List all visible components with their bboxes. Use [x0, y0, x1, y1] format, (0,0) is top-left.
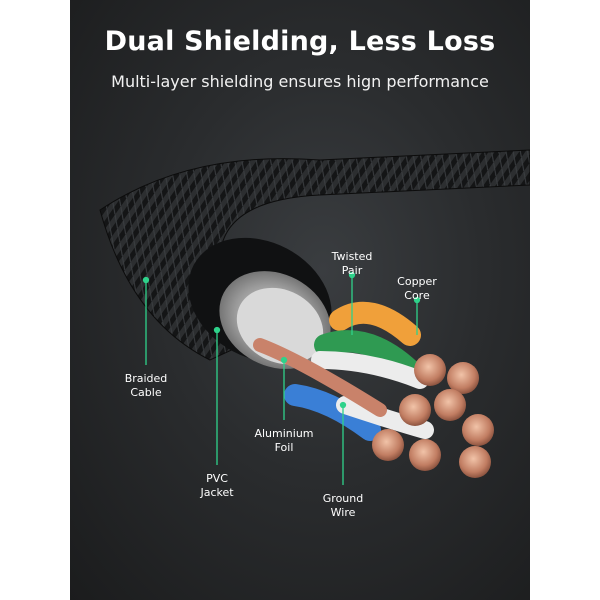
copper-end — [447, 362, 479, 394]
copper-end — [372, 429, 404, 461]
label-pvc-jacket: PVC Jacket — [200, 472, 234, 499]
white-wire-1 — [311, 351, 429, 389]
copper-end — [409, 439, 441, 471]
copper-end — [414, 354, 446, 386]
product-image: Dual Shielding, Less Loss Multi-layer sh… — [70, 0, 530, 600]
label-aluminium-foil: Aluminium Foil — [254, 427, 314, 454]
copper-end — [459, 446, 491, 478]
label-twisted-pair: Twisted Pair — [331, 250, 373, 277]
copper-end — [462, 414, 494, 446]
copper-end — [434, 389, 466, 421]
page-subtitle: Multi-layer shielding ensures hign perfo… — [111, 72, 489, 91]
ground-wire-strands — [253, 338, 387, 417]
white-wire-2 — [336, 396, 434, 439]
label-braided-cable: Braided Cable — [124, 372, 168, 399]
label-ground-wire: Ground Wire — [322, 492, 364, 519]
cable-illustration — [99, 149, 530, 485]
label-copper-core: Copper Core — [397, 275, 437, 302]
orange-wire — [329, 301, 421, 346]
blue-wire — [284, 384, 381, 441]
page-title: Dual Shielding, Less Loss — [104, 26, 496, 57]
copper-end — [399, 394, 431, 426]
